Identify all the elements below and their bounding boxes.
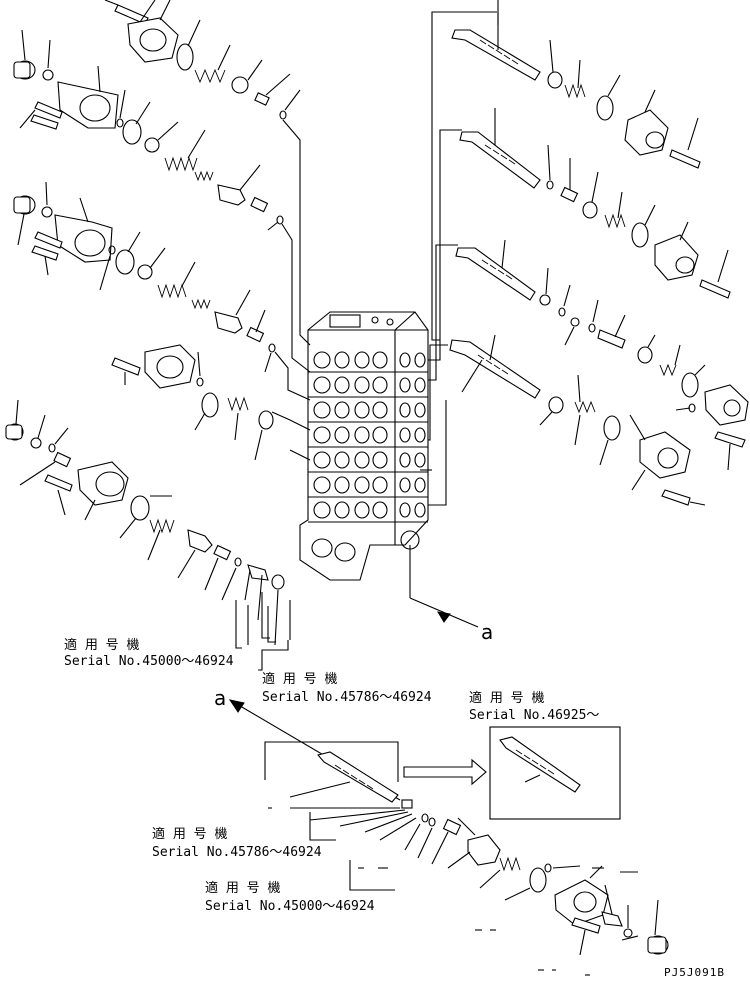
left-group-2 xyxy=(13,181,311,401)
valve-port xyxy=(354,501,370,519)
side-port xyxy=(399,402,411,418)
valve-port xyxy=(313,376,331,394)
valve-port xyxy=(334,426,350,444)
valve-port xyxy=(313,476,331,494)
valve-port xyxy=(372,451,388,469)
applicable-machine-label-5: 適 用 号 機 xyxy=(205,881,281,896)
left-group-1 xyxy=(13,0,311,373)
side-port xyxy=(414,502,426,518)
valve-port xyxy=(354,451,370,469)
applicable-machine-label-4: 適 用 号 機 xyxy=(152,827,228,842)
serial-range-label-2: Serial No.45786～46924 xyxy=(262,690,432,705)
side-port xyxy=(399,377,411,393)
view-reference-a-upper: a xyxy=(481,620,494,644)
valve-port xyxy=(334,376,350,394)
side-port xyxy=(414,427,426,443)
drawing-code: PJ5J091B xyxy=(664,966,725,979)
valve-port xyxy=(313,351,331,369)
valve-port xyxy=(354,426,370,444)
valve-port xyxy=(354,476,370,494)
valve-port xyxy=(372,476,388,494)
side-port xyxy=(399,502,411,518)
side-port xyxy=(399,452,411,468)
valve-port xyxy=(313,426,331,444)
valve-port xyxy=(334,451,350,469)
applicable-machine-label-2: 適 用 号 機 xyxy=(262,672,338,687)
side-port xyxy=(414,477,426,493)
side-port xyxy=(399,427,411,443)
view-reference-a-lower: a xyxy=(214,686,227,710)
valve-port xyxy=(334,476,350,494)
applicable-machine-label-3: 適 用 号 機 xyxy=(469,691,545,706)
left-group-3 xyxy=(111,344,311,461)
valve-port xyxy=(313,451,331,469)
valve-port xyxy=(334,501,350,519)
valve-port xyxy=(372,351,388,369)
valve-port xyxy=(372,401,388,419)
side-port xyxy=(414,452,426,468)
serial-range-label-4: Serial No.45786～46924 xyxy=(152,845,322,860)
right-group-1 xyxy=(431,0,701,341)
serial-range-label-5: Serial No.45000～46924 xyxy=(205,899,375,914)
applicable-machine-label-1: 適 用 号 機 xyxy=(64,638,140,653)
valve-port xyxy=(313,401,331,419)
serial-range-label-1: Serial No.45000～46924 xyxy=(64,654,234,669)
valve-port xyxy=(354,351,370,369)
valve-port xyxy=(372,501,388,519)
valve-port xyxy=(313,501,331,519)
side-port xyxy=(414,402,426,418)
right-group-4 xyxy=(428,334,706,506)
valve-port xyxy=(334,351,350,369)
valve-port xyxy=(372,426,388,444)
left-group-4 xyxy=(5,399,291,671)
valve-port xyxy=(354,376,370,394)
valve-port xyxy=(372,376,388,394)
main-valve-body xyxy=(299,311,429,581)
valve-port xyxy=(354,401,370,419)
valve-port xyxy=(334,401,350,419)
body-leaders xyxy=(289,400,447,506)
side-port xyxy=(399,352,411,368)
view-arrow-a-upper xyxy=(409,545,479,628)
serial-range-label-3: Serial No.46925～ xyxy=(469,708,600,723)
right-group-3 xyxy=(428,239,749,471)
lower-detail-group xyxy=(228,699,669,976)
side-port xyxy=(414,377,426,393)
side-port xyxy=(414,352,426,368)
side-port xyxy=(399,477,411,493)
